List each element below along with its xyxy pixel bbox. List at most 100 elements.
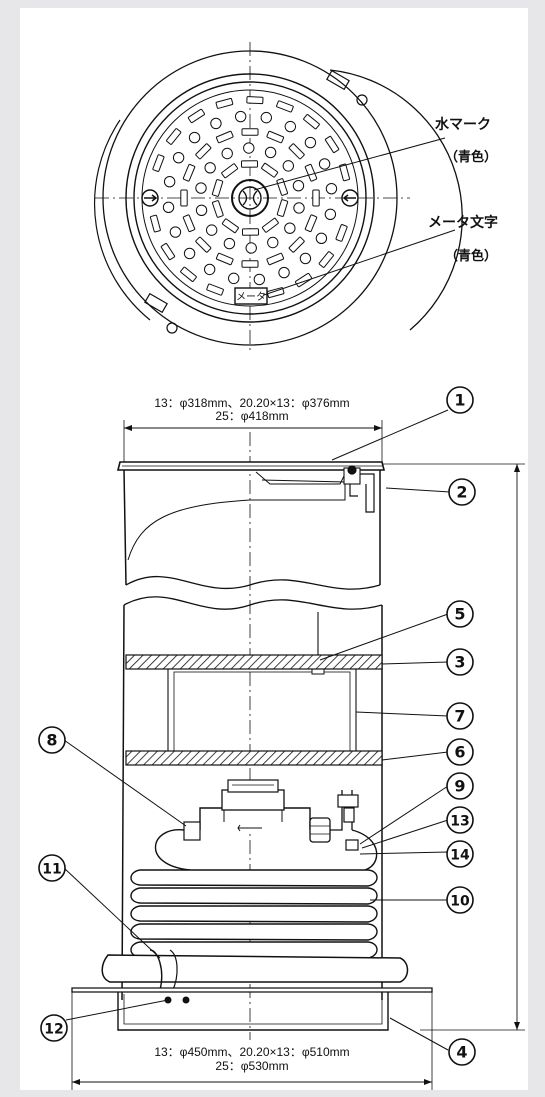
lid-hole — [228, 272, 240, 285]
lid-slot — [312, 189, 320, 207]
callout-12: 12 — [40, 1014, 68, 1042]
svg-text:6: 6 — [454, 743, 465, 762]
lid-slot — [261, 162, 279, 178]
lid-hole — [282, 160, 295, 172]
water-meter — [199, 807, 311, 830]
flange-offset-arc — [329, 69, 463, 331]
lid-hole — [253, 273, 266, 286]
callout-9: 9 — [446, 772, 474, 800]
lid-hole — [267, 236, 279, 249]
lid-slot — [215, 97, 234, 109]
coil-loop — [130, 869, 378, 887]
lid-hole — [324, 208, 337, 220]
lid-slot — [288, 236, 305, 253]
lid-slot — [187, 108, 205, 124]
svg-text:1: 1 — [454, 391, 465, 410]
lid-slot — [295, 272, 313, 288]
callout-13: 13 — [446, 806, 474, 834]
lid-slot — [241, 260, 259, 268]
lid-slot — [195, 236, 212, 253]
svg-text:2: 2 — [456, 483, 467, 502]
lid-slot — [149, 214, 161, 233]
coil-loop — [130, 923, 378, 941]
lid-slot — [339, 163, 351, 182]
lid-hole — [284, 222, 296, 234]
lid-slot — [261, 217, 279, 233]
lid-slot — [221, 218, 239, 234]
lid-slot — [166, 128, 182, 145]
callout-11: 11 — [38, 854, 66, 882]
lid-slot — [180, 266, 197, 282]
lid-hole — [293, 202, 305, 214]
lid-hole — [299, 252, 312, 265]
lid-hole — [188, 131, 201, 144]
callout-7: 7 — [446, 702, 474, 730]
lid-slot — [246, 96, 264, 105]
water-mark-leader — [253, 137, 446, 191]
svg-text:13: 13 — [450, 814, 469, 830]
coil-loop — [130, 905, 378, 923]
lid-slot — [195, 143, 212, 160]
callout-6: 6 — [446, 738, 474, 766]
svg-text:4: 4 — [456, 1043, 467, 1062]
svg-text:11: 11 — [42, 862, 61, 878]
hinge-top — [326, 69, 350, 91]
meter-text-label: メータ文字 — [428, 214, 498, 231]
meter-text-color: （青色） — [445, 248, 497, 264]
lid-hole — [205, 224, 218, 236]
lid-hole — [204, 162, 216, 174]
lid-slot — [215, 252, 234, 266]
svg-text:3: 3 — [454, 653, 465, 672]
lid-slot — [182, 163, 196, 182]
lid-pattern — [149, 96, 351, 300]
top-dimension-line1: 13：φ318mm、20.20×13：φ376mm — [154, 396, 349, 410]
lid-hole — [278, 266, 290, 279]
lid-hole — [172, 151, 185, 164]
lid-slot — [241, 228, 260, 236]
lid-hole — [195, 182, 207, 194]
screw-left-icon — [141, 189, 159, 207]
screw-right-icon — [341, 189, 359, 207]
bottom-dimension-line2: 25：φ530mm — [215, 1059, 288, 1073]
valve-fitting — [345, 839, 359, 851]
water-mark-label: 水マーク — [435, 116, 491, 133]
lid-slot — [240, 160, 259, 168]
lid-hole — [315, 232, 328, 245]
top-view — [93, 42, 463, 352]
lid-slot — [318, 251, 334, 268]
lid-slot — [266, 130, 285, 144]
lid-hole — [260, 111, 272, 124]
meter-text-leader — [263, 229, 456, 296]
callout-10: 10 — [446, 886, 474, 914]
lid-slot — [160, 243, 176, 261]
lid-hole — [183, 247, 196, 260]
lower-plate — [125, 750, 383, 766]
callout-4: 4 — [448, 1038, 476, 1066]
callout-2: 2 — [448, 478, 476, 506]
lid-slot — [288, 143, 305, 160]
svg-text:10: 10 — [450, 894, 470, 910]
svg-text:5: 5 — [454, 605, 465, 624]
svg-text:12: 12 — [44, 1022, 63, 1038]
lid-slot — [180, 189, 188, 207]
base-flange — [71, 987, 433, 993]
svg-text:9: 9 — [454, 777, 465, 796]
lid-slot — [241, 128, 259, 136]
lid-hole — [245, 242, 257, 254]
lid-slot — [221, 163, 239, 179]
meter-assembly — [154, 779, 378, 872]
top-dimension-line2: 25：φ418mm — [215, 409, 288, 423]
callout-3: 3 — [446, 648, 474, 676]
lid-slot — [276, 199, 289, 217]
lid-slot — [182, 214, 196, 233]
lid-slot — [324, 135, 340, 153]
base — [71, 987, 433, 1090]
base-pan — [117, 992, 389, 1031]
lid-hole — [264, 146, 277, 159]
lid-hole — [203, 263, 216, 276]
lid-slot — [266, 252, 285, 266]
callout-14: 14 — [446, 840, 474, 868]
water-mark-icon — [231, 179, 269, 217]
